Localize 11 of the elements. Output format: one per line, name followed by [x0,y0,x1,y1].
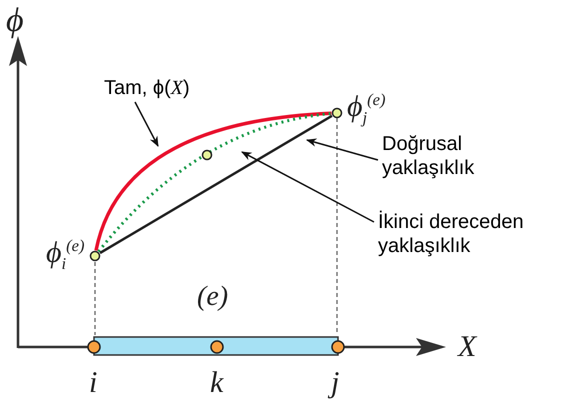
axis-label: ϕ [6,4,24,38]
element-label: (e) [197,283,228,311]
annotation-label: Tam, ϕ(X) [104,76,224,100]
node-label: k [210,368,224,398]
leader-arrow [134,102,159,147]
node-label: i [89,368,98,398]
annotation-label: İkinci dereceden yaklaşıklık [378,210,558,258]
axis-label: X [458,332,476,362]
leader-arrow [241,151,374,223]
leader-arrow [306,138,378,161]
annotation-label: Doğrusal yaklaşıklık [382,132,482,180]
